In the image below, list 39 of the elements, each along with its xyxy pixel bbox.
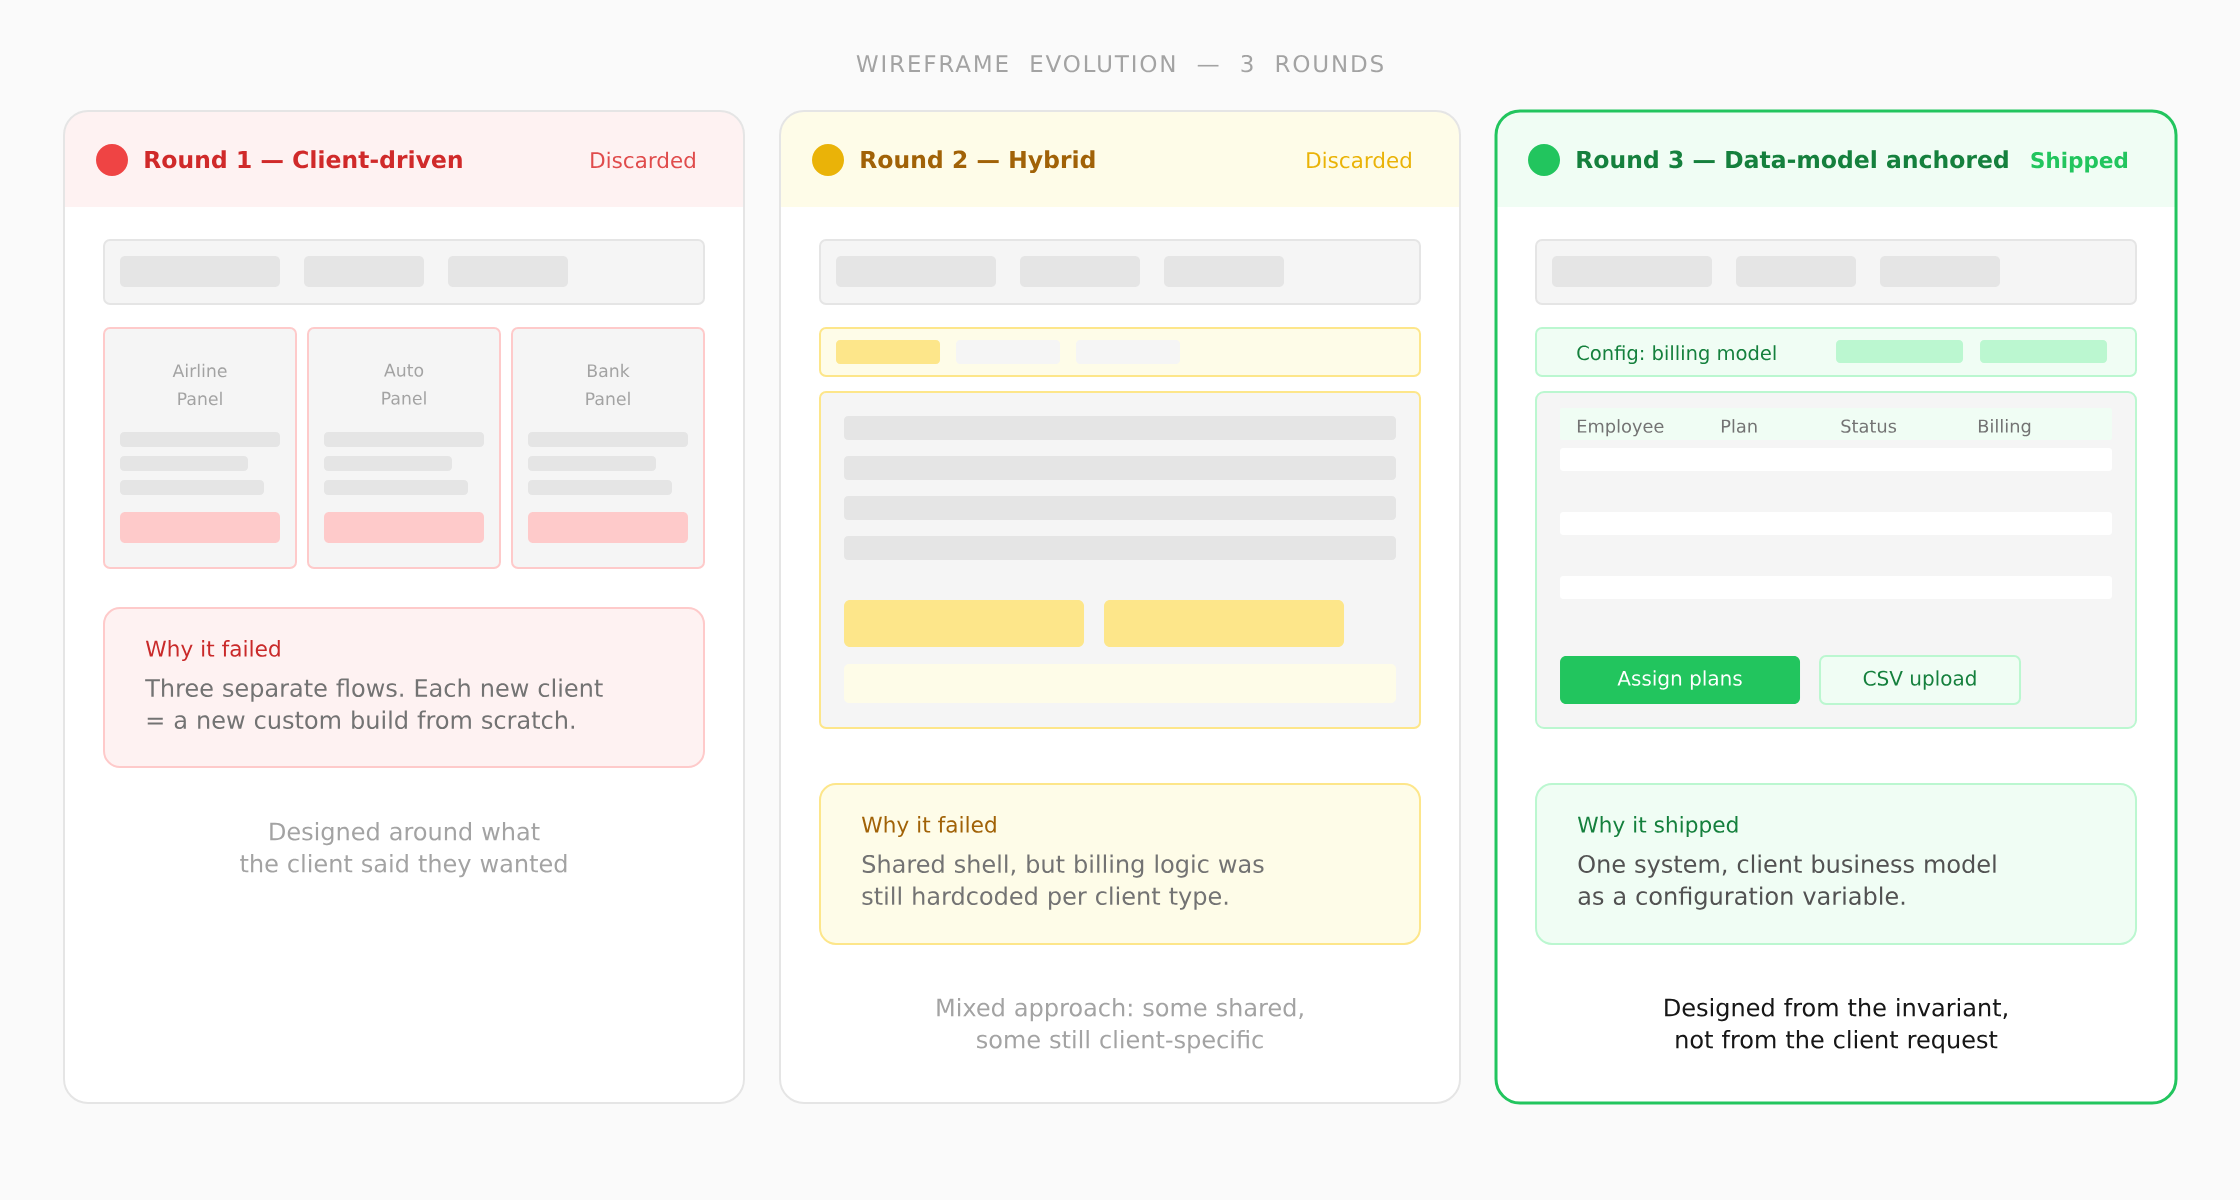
table-panel [1535,391,2138,729]
secondary-button: CSV upload [1819,655,2022,705]
column-header: Billing [1978,419,2031,437]
nav-bar [103,239,705,305]
card-caption: Mixed approach: some shared, some still client-specific [937,998,1303,1054]
panel-label: Bank Panel [586,363,630,406]
column-header: Employee [1577,419,1664,437]
note-box [1535,783,2138,945]
status-label: Discarded [591,151,695,169]
config-bar [1535,327,2138,377]
note-text: One system, client business model as a configuration variable. [1578,854,1996,910]
note-heading: Why it failed [861,816,996,838]
note-heading: Why it failed [145,640,280,662]
tab-bar [819,327,1421,377]
status-label: Shipped [2031,151,2127,173]
client-panel [103,327,297,569]
panel-label: Airline Panel [172,363,227,406]
content-panel [819,391,1421,729]
column-header: Plan [1721,419,1757,433]
note-text: Three separate flows. Each new client = a new custom build from scratch. [145,678,603,730]
note-box [819,783,1421,945]
nav-bar [819,239,1421,305]
diagram-title: WIREFRAME EVOLUTION — 3 ROUNDS [856,54,1383,73]
note-text: Shared shell, but billing logic was still hardcoded per client type. [862,854,1264,910]
client-panel [307,327,501,569]
note-box [103,607,705,768]
config-label: Config: billing model [1577,345,1776,365]
card-title: Round 3 — Data-model anchored [1577,150,2008,169]
column-header: Status [1841,419,1897,433]
primary-button: Assign plans [1560,656,1800,704]
client-panel [511,327,705,569]
card-caption: Designed around what the client said they wanted [240,822,567,878]
card-title: Round 2 — Hybrid [861,150,1095,174]
status-label: Discarded [1307,151,1411,169]
nav-bar [1535,239,2138,305]
panel-label: Auto Panel [382,363,426,405]
note-heading: Why it shipped [1577,816,1738,838]
card-title: Round 1 — Client-driven [145,150,462,169]
card-caption: Designed from the invariant, not from the client request [1665,998,2007,1054]
